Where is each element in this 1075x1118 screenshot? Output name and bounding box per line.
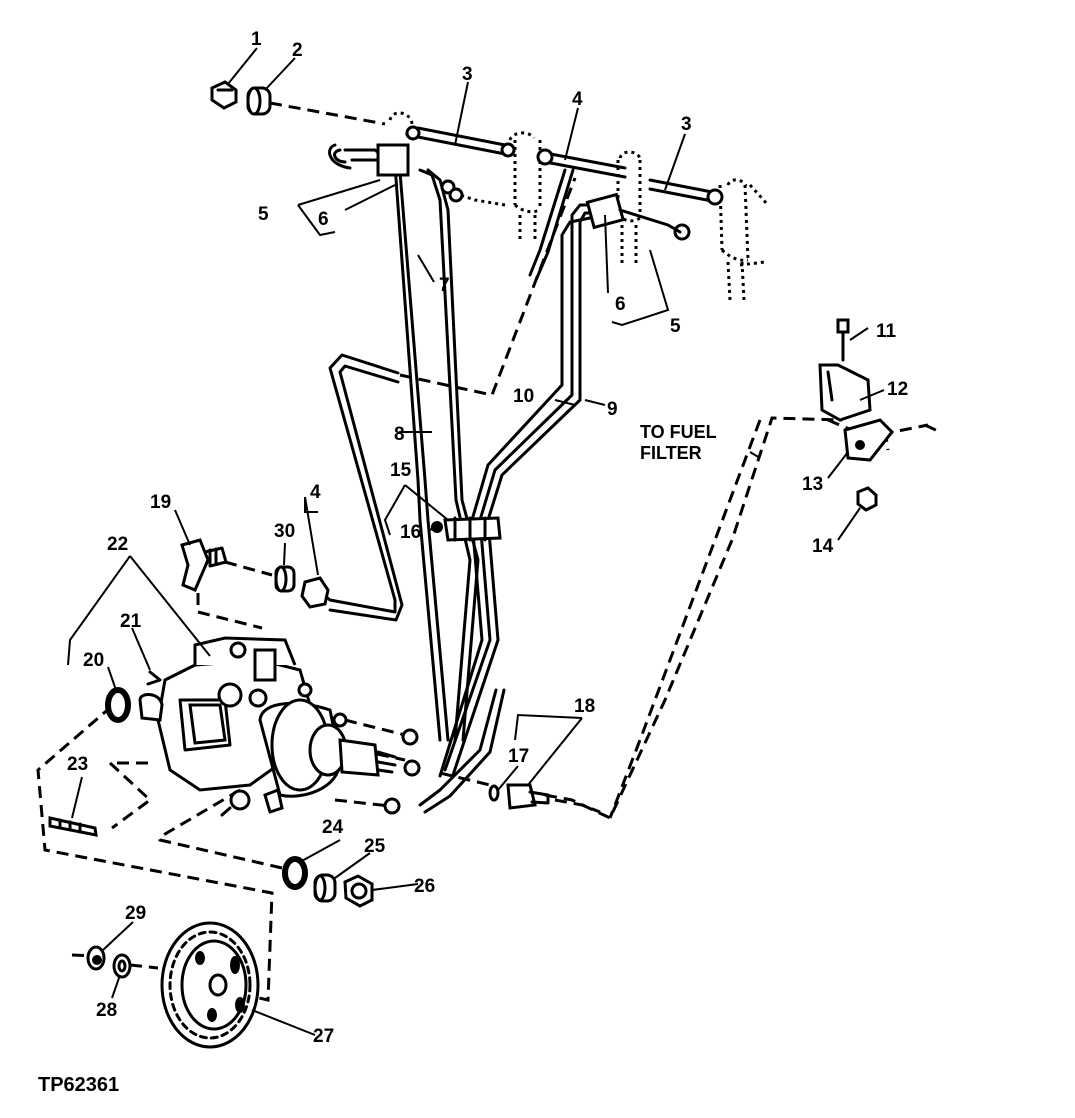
- label-27: 27: [313, 1026, 334, 1047]
- label-14: 14: [812, 536, 834, 557]
- banjo-fitting: [180, 538, 296, 593]
- fuel-filter-callout: TO FUEL FILTER: [640, 422, 717, 463]
- label-4a: 4: [572, 89, 583, 110]
- label-6a: 6: [318, 209, 329, 230]
- label-13: 13: [802, 474, 823, 495]
- gear-hardware: [282, 856, 374, 908]
- label-24: 24: [322, 817, 344, 838]
- label-12: 12: [887, 379, 908, 400]
- label-9: 9: [607, 399, 618, 420]
- label-26: 26: [414, 876, 435, 897]
- label-30: 30: [274, 521, 295, 542]
- label-10: 10: [513, 386, 534, 407]
- leak-off-line: [405, 125, 724, 206]
- fuel-fitting: [488, 783, 550, 810]
- label-11: 11: [876, 321, 897, 342]
- label-8: 8: [394, 424, 405, 445]
- label-23: 23: [67, 754, 88, 775]
- label-7: 7: [439, 275, 450, 296]
- label-3b: 3: [681, 114, 692, 135]
- injection-lines: [328, 143, 691, 814]
- label-3a: 3: [462, 64, 473, 85]
- callout-line-1: TO FUEL: [640, 422, 717, 442]
- label-21: 21: [120, 611, 142, 632]
- label-25: 25: [364, 836, 386, 857]
- return-line: [300, 168, 575, 622]
- label-22: 22: [107, 534, 128, 555]
- label-17: 17: [508, 746, 529, 767]
- label-2: 2: [292, 40, 303, 61]
- nut-and-sleeve: [210, 80, 272, 116]
- label-1: 1: [251, 29, 262, 50]
- label-16: 16: [400, 522, 421, 543]
- small-parts: [48, 670, 162, 837]
- assembly-guide-lines: [36, 101, 941, 1002]
- label-18: 18: [574, 696, 595, 717]
- phantom-injectors: [388, 111, 770, 301]
- injection-pump: [138, 636, 421, 817]
- label-4b: 4: [310, 482, 321, 503]
- figure-id: TP62361: [38, 1074, 119, 1096]
- callout-line-2: FILTER: [640, 443, 702, 463]
- drive-gear: [86, 921, 260, 1049]
- label-28: 28: [96, 1000, 117, 1021]
- label-5a: 5: [258, 204, 269, 225]
- label-20: 20: [83, 650, 104, 671]
- part-labels: 1 2 3 3 4 4 5 5 6 6 7 8 9 10 11 12 13 14…: [67, 29, 908, 1047]
- leader-lines: [67, 47, 885, 1036]
- mounting-bracket: [818, 318, 895, 512]
- label-19: 19: [150, 492, 171, 513]
- label-29: 29: [125, 903, 146, 924]
- label-6b: 6: [615, 294, 626, 315]
- label-15: 15: [390, 460, 412, 481]
- label-5b: 5: [670, 316, 681, 337]
- line-clamp: [431, 516, 502, 542]
